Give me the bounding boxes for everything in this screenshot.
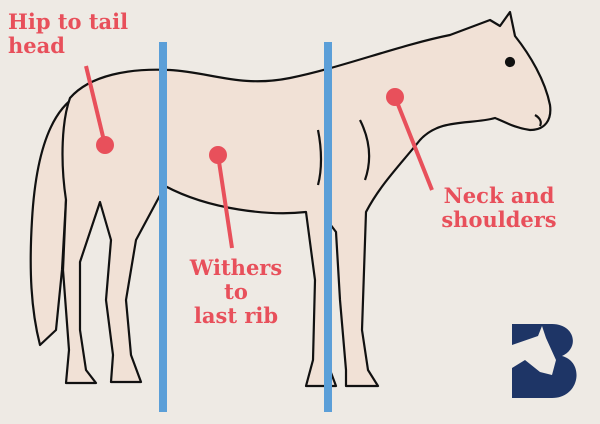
horse-eye <box>504 56 516 68</box>
neck-dot <box>386 88 404 106</box>
label-line: Withers <box>189 255 283 280</box>
label-line: Neck and <box>443 183 555 208</box>
label-line: Hip to tail <box>8 9 129 34</box>
label-pointers <box>84 65 434 249</box>
horse-b-logo <box>512 324 577 398</box>
label-hip-to-tail-head: Hip to tail head <box>8 10 128 58</box>
horse-body <box>61 10 552 388</box>
label-withers-to-last-rib: Withers to last rib <box>186 256 286 328</box>
label-neck-and-shoulders: Neck and shoulders <box>440 184 558 232</box>
label-line: last rib <box>193 303 279 328</box>
measure-line-left <box>159 42 167 412</box>
measure-line-right <box>324 42 332 412</box>
horse-illustration <box>29 10 552 388</box>
label-line: shoulders <box>441 207 557 232</box>
label-line: to <box>224 279 248 304</box>
hip-dot <box>96 136 114 154</box>
withers-dot <box>209 146 227 164</box>
label-line: head <box>8 33 65 58</box>
